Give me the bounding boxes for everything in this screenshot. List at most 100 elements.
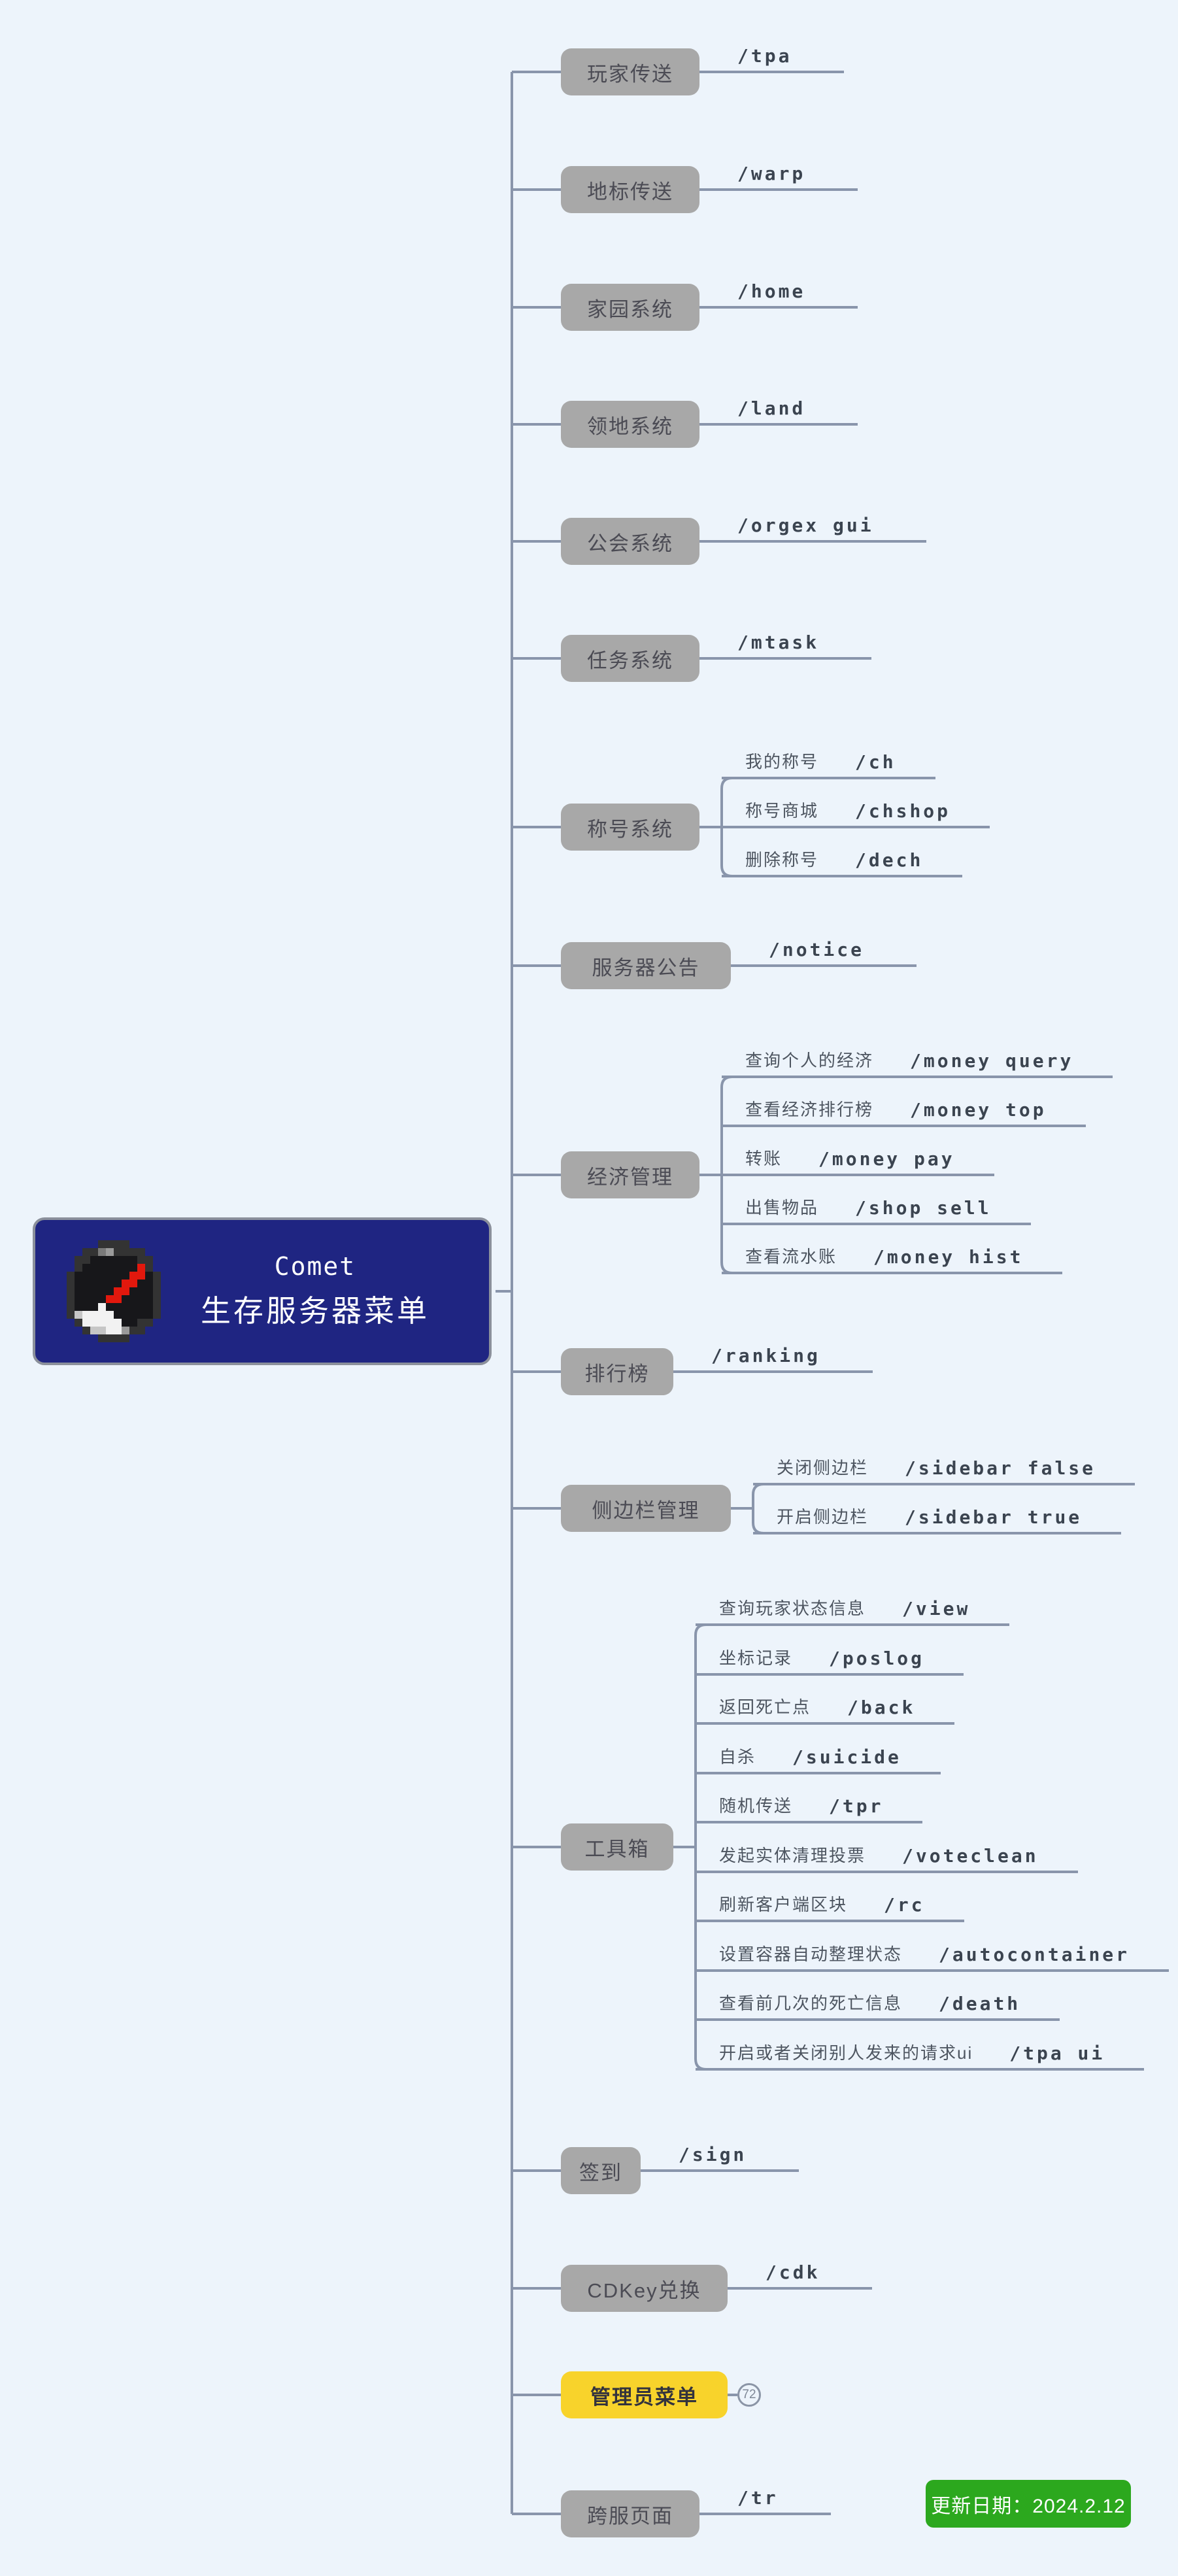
root-node[interactable]: Comet 生存服务器菜单 — [33, 1217, 492, 1365]
command-text: /land — [737, 398, 806, 419]
branch-label: 管理员菜单 — [590, 2385, 698, 2409]
command-text: /autocontainer — [939, 1944, 1130, 1965]
subtopic-toolbox-1[interactable]: 坐标记录/poslog — [696, 1640, 964, 1676]
branch-node-player-teleport[interactable]: 玩家传送 — [561, 48, 699, 95]
subtopic-economy-2[interactable]: 转账/money pay — [722, 1141, 994, 1176]
subtopic-label: 关闭侧边栏 — [777, 1458, 869, 1478]
branch-label: 侧边栏管理 — [592, 1499, 700, 1522]
branch-label: 排行榜 — [584, 1362, 650, 1385]
subtopic-toolbox-7[interactable]: 设置容器自动整理状态/autocontainer — [696, 1937, 1170, 1972]
branch-label: 称号系统 — [587, 817, 673, 841]
subtopic-label: 转账 — [745, 1149, 783, 1168]
command-text: /home — [737, 280, 806, 302]
subtopic-label: 出售物品 — [745, 1198, 819, 1217]
branch-node-cdkey[interactable]: CDKey兑换 — [561, 2265, 728, 2312]
branch-label: 任务系统 — [587, 649, 673, 672]
root-title: Comet 生存服务器菜单 — [161, 1252, 469, 1330]
command-text: /notice — [769, 939, 865, 960]
subtopic-title-system-0[interactable]: 我的称号/ch — [722, 744, 935, 779]
command-text: /sidebar false — [905, 1457, 1096, 1479]
branch-node-sidebar-manage[interactable]: 侧边栏管理 — [561, 1485, 731, 1532]
command-text: /money query — [910, 1050, 1074, 1072]
command-topic-sign-in[interactable]: /sign — [641, 2137, 799, 2172]
command-text: /sign — [679, 2144, 747, 2165]
command-text: /tpa — [737, 45, 792, 67]
command-topic-ranking[interactable]: /ranking — [673, 1338, 873, 1373]
subtopic-label: 我的称号 — [745, 752, 819, 771]
subtopic-toolbox-2[interactable]: 返回死亡点/back — [696, 1689, 955, 1725]
command-topic-waypoint-teleport[interactable]: /warp — [699, 156, 858, 191]
command-text: /shop sell — [855, 1197, 992, 1219]
command-text: /money hist — [873, 1246, 1024, 1268]
subtopic-label: 返回死亡点 — [719, 1697, 811, 1717]
subtopic-economy-1[interactable]: 查看经济排行榜/money top — [722, 1092, 1086, 1127]
subtopic-toolbox-4[interactable]: 随机传送/tpr — [696, 1788, 923, 1823]
command-text: /money pay — [818, 1148, 955, 1170]
command-topic-cross-server[interactable]: /tr — [699, 2480, 831, 2515]
branch-node-economy[interactable]: 经济管理 — [561, 1151, 699, 1198]
command-text: /mtask — [737, 632, 820, 653]
subtopic-toolbox-3[interactable]: 自杀/suicide — [696, 1739, 941, 1774]
subtopic-economy-0[interactable]: 查询个人的经济/money query — [722, 1043, 1113, 1078]
subtopic-economy-3[interactable]: 出售物品/shop sell — [722, 1190, 1031, 1225]
subtopic-toolbox-8[interactable]: 查看前几次的死亡信息/death — [696, 1986, 1060, 2021]
command-text: /ch — [855, 751, 896, 773]
subtopic-label: 发起实体清理投票 — [719, 1846, 866, 1865]
subtopic-label: 刷新客户端区块 — [719, 1895, 848, 1914]
subtopic-label: 查询个人的经济 — [745, 1051, 874, 1070]
subtopic-label: 设置容器自动整理状态 — [719, 1944, 903, 1964]
command-text: /tpr — [829, 1795, 884, 1817]
command-topic-land-system[interactable]: /land — [699, 390, 858, 426]
subtopic-toolbox-0[interactable]: 查询玩家状态信息/view — [696, 1591, 1010, 1626]
branch-node-ranking[interactable]: 排行榜 — [561, 1348, 673, 1395]
subtopic-toolbox-9[interactable]: 开启或者关闭别人发来的请求ui/tpa ui — [696, 2035, 1145, 2071]
branch-node-guild-system[interactable]: 公会系统 — [561, 518, 699, 565]
subtopic-toolbox-5[interactable]: 发起实体清理投票/voteclean — [696, 1838, 1078, 1873]
subtopic-label: 自杀 — [719, 1747, 756, 1767]
root-title-en: Comet — [274, 1252, 356, 1281]
command-text: /back — [847, 1697, 916, 1718]
update-date-badge[interactable]: 更新日期：2024.2.12 — [926, 2480, 1131, 2528]
command-topic-server-notice[interactable]: /notice — [731, 932, 917, 967]
command-topic-cdkey[interactable]: /cdk — [728, 2254, 873, 2290]
command-text: /sidebar true — [905, 1506, 1083, 1528]
command-text: /tr — [737, 2487, 779, 2509]
subtopic-label: 开启或者关闭别人发来的请求ui — [719, 2043, 973, 2063]
branch-node-home-system[interactable]: 家园系统 — [561, 284, 699, 331]
branch-label: 跨服页面 — [587, 2504, 673, 2528]
branch-label: CDKey兑换 — [587, 2279, 701, 2302]
command-text: /tpa ui — [1009, 2042, 1105, 2064]
branch-node-waypoint-teleport[interactable]: 地标传送 — [561, 166, 699, 213]
subtopic-sidebar-manage-1[interactable]: 开启侧边栏/sidebar true — [753, 1499, 1122, 1534]
subtopic-title-system-1[interactable]: 称号商城/chshop — [722, 793, 990, 828]
command-text: /view — [902, 1598, 971, 1619]
command-text: /ranking — [711, 1345, 820, 1366]
collapsed-count-badge[interactable]: 72 — [737, 2383, 761, 2407]
branch-node-toolbox[interactable]: 工具箱 — [561, 1823, 673, 1871]
subtopic-title-system-2[interactable]: 删除称号/dech — [722, 842, 963, 877]
branch-label: 领地系统 — [587, 415, 673, 438]
command-text: /warp — [737, 163, 806, 184]
command-text: /cdk — [766, 2262, 820, 2283]
subtopic-economy-4[interactable]: 查看流水账/money hist — [722, 1239, 1063, 1274]
subtopic-label: 查看前几次的死亡信息 — [719, 1993, 903, 2013]
branch-node-title-system[interactable]: 称号系统 — [561, 804, 699, 851]
branch-label: 公会系统 — [587, 532, 673, 555]
command-topic-player-teleport[interactable]: /tpa — [699, 38, 845, 73]
branch-node-land-system[interactable]: 领地系统 — [561, 401, 699, 448]
branch-node-server-notice[interactable]: 服务器公告 — [561, 942, 731, 989]
branch-node-task-system[interactable]: 任务系统 — [561, 635, 699, 682]
subtopic-label: 查询玩家状态信息 — [719, 1599, 866, 1618]
branch-node-admin-menu[interactable]: 管理员菜单 — [561, 2371, 728, 2418]
subtopic-label: 查看经济排行榜 — [745, 1100, 874, 1119]
command-topic-task-system[interactable]: /mtask — [699, 624, 872, 660]
branch-node-sign-in[interactable]: 签到 — [561, 2147, 641, 2194]
branch-node-cross-server[interactable]: 跨服页面 — [561, 2490, 699, 2537]
subtopic-toolbox-6[interactable]: 刷新客户端区块/rc — [696, 1887, 964, 1922]
subtopic-sidebar-manage-0[interactable]: 关闭侧边栏/sidebar false — [753, 1450, 1136, 1485]
command-text: /voteclean — [902, 1845, 1039, 1867]
command-topic-home-system[interactable]: /home — [699, 273, 858, 309]
branch-label: 服务器公告 — [592, 956, 700, 979]
command-topic-guild-system[interactable]: /orgex gui — [699, 507, 926, 543]
